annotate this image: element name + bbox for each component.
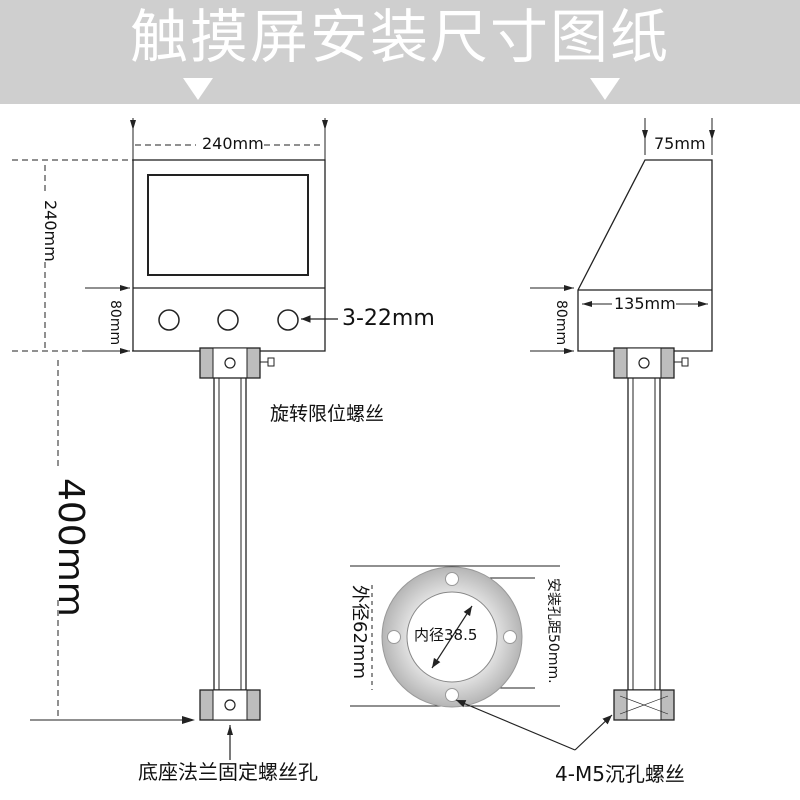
front-view [12,118,338,760]
button-size-label: 3-22mm [342,306,435,331]
front-lower-panel-label: 80mm [107,300,123,346]
header-arrow-right [590,78,620,100]
front-button-1 [158,309,180,331]
page-title: 触摸屏安装尺寸图纸 [129,3,670,71]
header-arrow-left [183,78,213,100]
header-banner: 触摸屏安装尺寸图纸 [0,0,800,104]
flange-inner-diameter-label: 内径38.5 [414,626,478,644]
flange-screw-label: 4-M5沉孔螺丝 [555,762,685,786]
front-width-label: 240mm [202,134,264,153]
flange-outer-diameter-label: 外径62mm [349,585,370,679]
side-lower-height-label: 80mm [553,300,569,346]
side-view [530,118,715,721]
flange-hole-bottom [445,688,459,702]
front-button-2 [217,309,239,331]
pole-height-label: 400mm [50,478,91,617]
base-flange-label: 底座法兰固定螺丝孔 [138,760,318,784]
rotation-screw-label: 旋转限位螺丝 [270,403,385,425]
flange-hole-right [503,630,517,644]
flange-hole-left [387,630,401,644]
front-button-3 [277,309,299,331]
front-height-label: 240mm [41,200,60,262]
side-bottom-depth-label: 135mm [614,294,676,313]
flange-hole-top [445,572,459,586]
side-housing [577,159,713,352]
front-screen [147,174,309,276]
flange [350,565,613,751]
flange-hole-spacing-label: 安装孔距50mm. [545,578,561,684]
side-top-depth-label: 75mm [654,134,706,153]
